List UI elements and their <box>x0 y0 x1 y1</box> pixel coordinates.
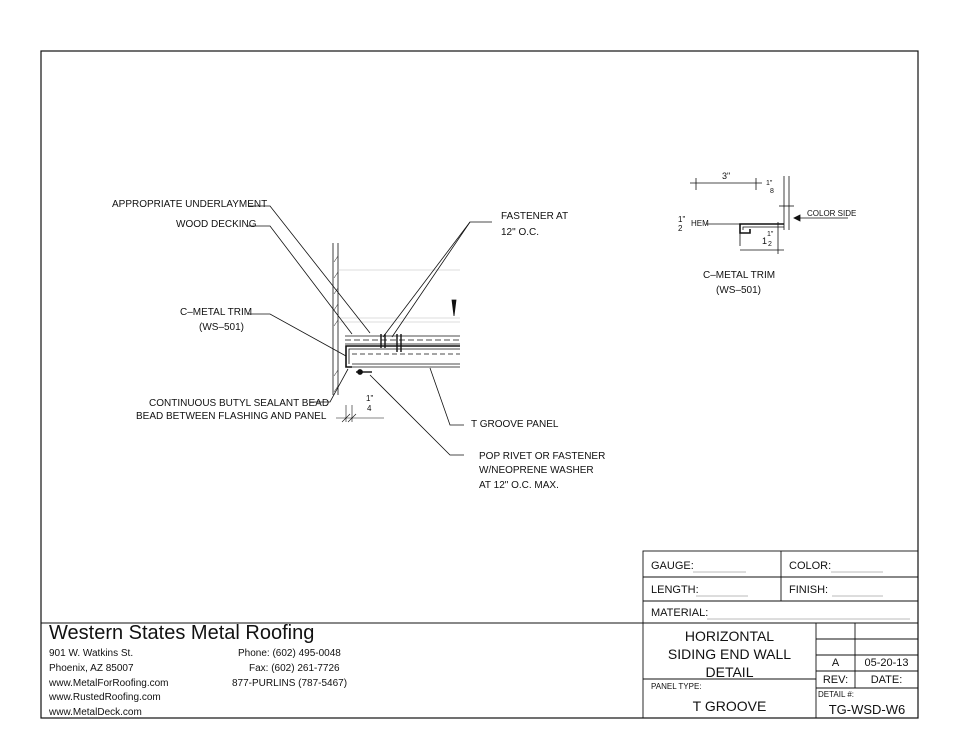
panel-type-label: PANEL TYPE: <box>651 682 702 691</box>
trim-hem-den: 2 <box>678 224 683 233</box>
label-panel: T GROOVE PANEL <box>471 419 559 430</box>
label-rivet-2: W/NEOPRENE WASHER <box>479 465 594 476</box>
trim-caption-2: (WS–501) <box>716 285 762 296</box>
trim-height-whole: 1 <box>762 236 768 246</box>
trim-hem-num: 1" <box>678 215 686 224</box>
label-underlayment: APPROPRIATE UNDERLAYMENT <box>112 199 268 210</box>
sheet-border <box>40 50 919 719</box>
company-web-3[interactable]: www.MetalDeck.com <box>49 707 142 718</box>
finish-label: FINISH: <box>789 584 829 596</box>
dim-quarter-num: 1" <box>366 394 374 403</box>
label-rivet-3: AT 12" O.C. MAX. <box>479 480 559 491</box>
label-sealant-2: BEAD BETWEEN FLASHING AND PANEL <box>136 411 327 422</box>
drawing-title-3: DETAIL <box>705 664 754 680</box>
detail-number-label: DETAIL #: <box>818 690 855 699</box>
drawing-title-2: SIDING END WALL <box>667 646 792 662</box>
label-fastener-2: 12" O.C. <box>501 227 540 238</box>
detail-number: TG-WSD-W6 <box>828 702 906 717</box>
material-label: MATERIAL: <box>651 607 709 619</box>
dim-quarter-den: 4 <box>367 404 372 413</box>
trim-caption-1: C–METAL TRIM <box>703 270 776 281</box>
rev-value: A <box>831 657 840 669</box>
date-value: 05-20-13 <box>864 657 909 669</box>
label-trim-1: C–METAL TRIM <box>180 307 253 318</box>
length-label: LENGTH: <box>651 584 699 596</box>
title-block-grid <box>41 550 919 719</box>
company-address: 901 W. Watkins St. <box>49 648 134 659</box>
label-fastener-1: FASTENER AT <box>501 211 569 222</box>
trim-height-num: 1" <box>767 231 774 238</box>
trim-dim-width: 3" <box>722 171 731 181</box>
trim-profile <box>690 176 848 254</box>
panel-type-value: T GROOVE <box>692 698 767 714</box>
label-rivet-1: POP RIVET OR FASTENER <box>479 451 606 462</box>
company-fax: Fax: (602) 261-7726 <box>249 663 340 674</box>
company-web-1[interactable]: www.MetalForRoofing.com <box>49 678 169 689</box>
trim-dim-top-num: 1" <box>766 180 773 187</box>
company-web-2[interactable]: www.RustedRoofing.com <box>49 692 161 703</box>
company-name: Western States Metal Roofing <box>49 622 315 644</box>
gauge-label: GAUGE: <box>651 560 694 572</box>
trim-dim-top-den: 8 <box>770 188 774 195</box>
company-phone: Phone: (602) 495-0048 <box>238 648 341 659</box>
label-sealant-1: CONTINUOUS BUTYL SEALANT BEAD <box>149 398 330 409</box>
label-decking: WOOD DECKING <box>176 219 257 230</box>
date-label: DATE: <box>870 674 903 686</box>
color-label: COLOR: <box>789 560 832 572</box>
trim-hem-label: HEM <box>691 219 709 228</box>
drawing-title-1: HORIZONTAL <box>684 628 775 644</box>
company-tollfree: 877-PURLINS (787-5467) <box>232 678 348 689</box>
rev-label: REV: <box>822 674 849 686</box>
label-trim-2: (WS–501) <box>199 322 245 333</box>
section-detail <box>248 205 492 456</box>
trim-height-den: 2 <box>768 241 772 248</box>
company-city: Phoenix, AZ 85007 <box>49 663 134 674</box>
trim-color-side: COLOR SIDE <box>807 209 857 218</box>
